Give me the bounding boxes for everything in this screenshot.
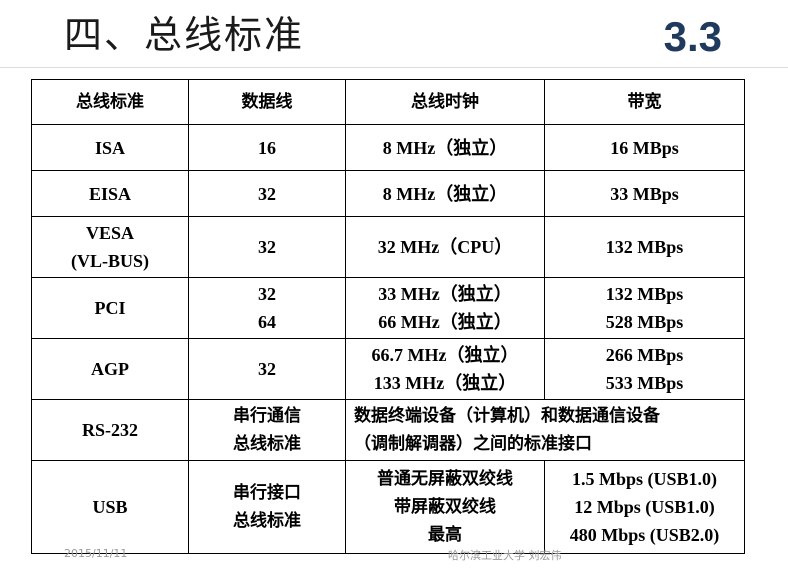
cell-bandwidth: 33 MBps <box>544 170 745 217</box>
cell-data-lines: 32 <box>188 216 346 278</box>
header-bus-standard: 总线标准 <box>31 79 189 125</box>
cell-standard: AGP <box>31 338 189 400</box>
table-row-isa: ISA 16 8 MHz（独立） 16 MBps <box>31 124 745 171</box>
table-header-row: 总线标准 数据线 总线时钟 带宽 <box>31 79 745 125</box>
cell-bandwidth: 1.5 Mbps (USB1.0) 12 Mbps (USB1.0) 480 M… <box>544 460 745 554</box>
cell-clock: 8 MHz（独立） <box>345 170 545 217</box>
cell-standard: VESA (VL-BUS) <box>31 216 189 278</box>
table-row-agp: AGP 32 66.7 MHz（独立） 133 MHz（独立） 266 MBps… <box>31 338 745 400</box>
header-bandwidth: 带宽 <box>544 79 745 125</box>
cell-data-lines: 串行接口 总线标准 <box>188 460 346 554</box>
cell-standard: RS-232 <box>31 399 189 461</box>
cell-bandwidth: 266 MBps 533 MBps <box>544 338 745 400</box>
table-row-pci: PCI 32 64 33 MHz（独立） 66 MHz（独立） 132 MBps… <box>31 277 745 339</box>
cell-data-lines: 32 64 <box>188 277 346 339</box>
cell-standard: PCI <box>31 277 189 339</box>
cell-bandwidth: 16 MBps <box>544 124 745 171</box>
table-row-vesa: VESA (VL-BUS) 32 32 MHz（CPU） 132 MBps <box>31 216 745 278</box>
cell-clock: 8 MHz（独立） <box>345 124 545 171</box>
header-data-lines: 数据线 <box>188 79 346 125</box>
title-divider <box>0 67 788 68</box>
table-row-eisa: EISA 32 8 MHz（独立） 33 MBps <box>31 170 745 217</box>
slide-title: 四、总线标准 <box>64 13 305 57</box>
table-row-usb: USB 串行接口 总线标准 普通无屏蔽双绞线 带屏蔽双绞线 最高 1.5 Mbp… <box>31 460 745 554</box>
cell-bandwidth: 132 MBps 528 MBps <box>544 277 745 339</box>
cell-data-lines: 串行通信 总线标准 <box>188 399 346 461</box>
cell-clock: 66.7 MHz（独立） 133 MHz（独立） <box>345 338 545 400</box>
header-bus-clock: 总线时钟 <box>345 79 545 125</box>
bus-standards-table: 总线标准 数据线 总线时钟 带宽 ISA 16 8 MHz（独立） 16 MBp… <box>31 79 745 554</box>
cell-interface-description: 数据终端设备（计算机）和数据通信设备 （调制解调器）之间的标准接口 <box>345 399 745 461</box>
cell-data-lines: 32 <box>188 338 346 400</box>
cell-clock: 32 MHz（CPU） <box>345 216 545 278</box>
cell-clock: 普通无屏蔽双绞线 带屏蔽双绞线 最高 <box>345 460 545 554</box>
footer-date: 2015/11/11 <box>64 547 128 560</box>
cell-standard: ISA <box>31 124 189 171</box>
cell-standard: EISA <box>31 170 189 217</box>
cell-bandwidth: 132 MBps <box>544 216 745 278</box>
section-number: 3.3 <box>663 13 722 60</box>
cell-data-lines: 32 <box>188 170 346 217</box>
table-row-rs232: RS-232 串行通信 总线标准 数据终端设备（计算机）和数据通信设备 （调制解… <box>31 399 745 461</box>
cell-data-lines: 16 <box>188 124 346 171</box>
cell-clock: 33 MHz（独立） 66 MHz（独立） <box>345 277 545 339</box>
cell-standard: USB <box>31 460 189 554</box>
footer-organization: 哈尔滨工业大学 刘宏伟 <box>448 549 562 562</box>
